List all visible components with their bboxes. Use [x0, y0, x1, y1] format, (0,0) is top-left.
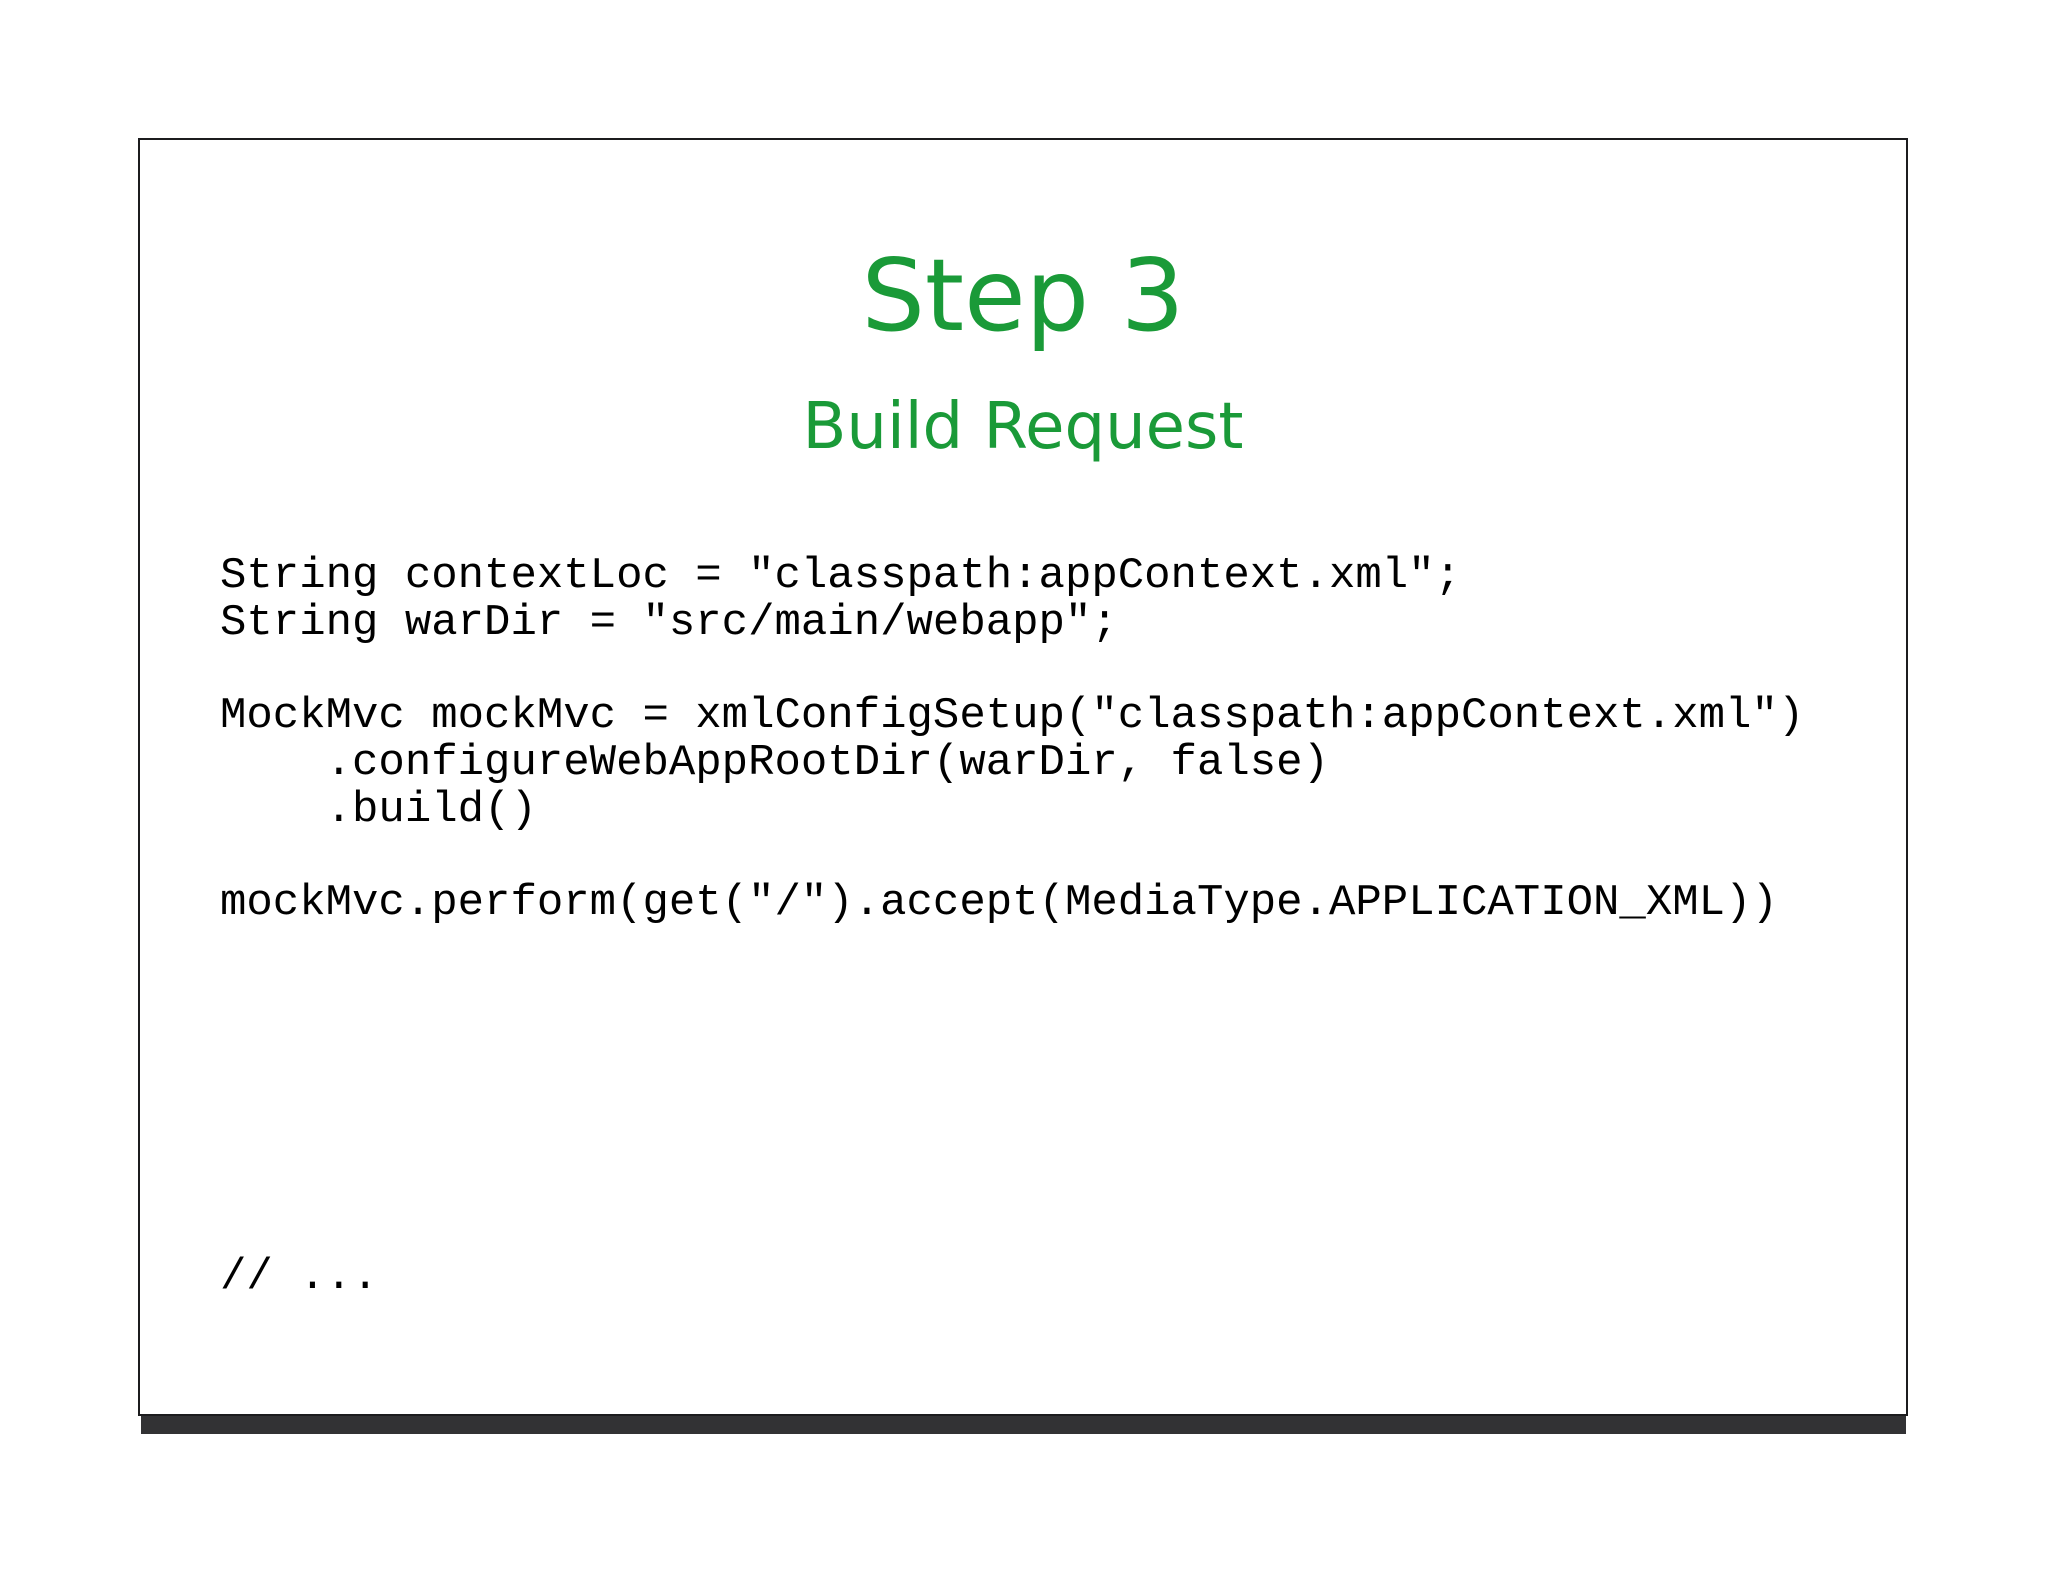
slide-frame: Step 3 Build Request String contextLoc =… — [138, 138, 1908, 1416]
slide-footer-bar — [141, 1416, 1906, 1434]
slide-subtitle: Build Request — [802, 390, 1244, 464]
slide-title: Step 3 — [861, 237, 1185, 354]
code-comment-line: // ... — [220, 1252, 379, 1302]
code-block: String contextLoc = "classpath:appContex… — [220, 551, 1805, 928]
